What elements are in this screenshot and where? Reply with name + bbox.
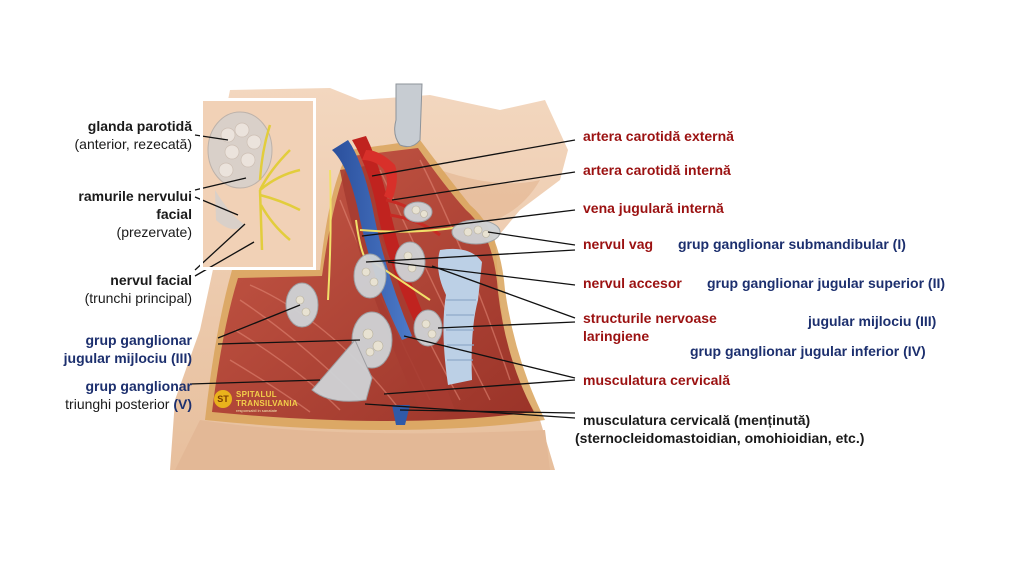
label-vagus: nervul vag [583, 236, 654, 252]
label-muscles: musculatura cervicală [583, 372, 731, 388]
logo-mark-icon: ST [214, 390, 232, 408]
pointer-lines [189, 134, 576, 419]
label-facial-branches-1: ramurile nervului [78, 188, 192, 204]
parotid-inset-frame [200, 98, 316, 270]
node-group-posterior-1 [285, 282, 319, 328]
label-group5-1: grup ganglionar [85, 378, 192, 394]
label-group2: grup ganglionar jugular superior (II) [707, 275, 946, 291]
label-group3-right: jugular mijlociu (III) [808, 313, 937, 329]
node-group-jugular-superior-2 [353, 253, 387, 299]
label-group5-2a: triunghi posterior [65, 396, 174, 412]
label-accessory: nervul accesor [583, 275, 682, 291]
label-group1: grup ganglionar submandibular (I) [678, 236, 906, 252]
label-group4: grup ganglionar jugular inferior (IV) [690, 343, 926, 359]
larynx [438, 248, 482, 385]
internal-jugular-vein [332, 140, 412, 340]
trachea-rings [446, 299, 476, 361]
label-group3-2: jugular mijlociu (III) [63, 350, 192, 366]
label-group5-2b: (V) [173, 396, 192, 412]
label-internal-jugular: vena jugulară internă [583, 200, 724, 216]
label-facial-nerve-sub: (trunchi principal) [84, 290, 192, 306]
node-group-jugular-superior [394, 241, 426, 283]
label-group3-1: grup ganglionar [85, 332, 192, 348]
label-muscles-kept-2: (sternocleidomastoidian, omohioidian, et… [575, 430, 865, 446]
label-facial-nerve-title: nervul facial [110, 272, 192, 288]
label-laryngeal-2: laringiene [583, 328, 650, 344]
logo-line2: TRANSILVANIA [236, 399, 298, 408]
clavicle-region [175, 420, 550, 470]
retractor [394, 83, 423, 148]
label-group5-2: triunghi posterior (V) [65, 396, 192, 413]
label-external-carotid: artera carotidă externă [583, 128, 734, 144]
parotid-lower [215, 190, 245, 229]
facial-nerve-branches [258, 124, 301, 251]
external-carotid-artery [362, 150, 397, 200]
label-facial-branches-sub: (prezervate) [116, 224, 192, 240]
logo-tagline: responsabil in sanatate [236, 408, 278, 413]
label-internal-carotid: artera carotidă internă [583, 162, 731, 178]
label-parotid-sub: (anterior, rezecată) [74, 136, 193, 152]
node-group-posterior-2 [311, 339, 373, 402]
label-parotid-title: glanda parotidă [87, 118, 192, 134]
label-muscles-kept-1: musculatura cervicală (menținută) [583, 412, 811, 428]
node-dots [295, 205, 490, 357]
label-laryngeal-1: structurile nervoase [583, 310, 717, 326]
label-facial-branches-2: facial [156, 206, 192, 222]
logo-line1: SPITALUL [236, 390, 277, 399]
parotid-lobules [218, 122, 262, 178]
hospital-logo: ST SPITALUL TRANSILVANIA responsabil in … [214, 388, 324, 414]
node-group-jugular-inferior [413, 309, 443, 347]
